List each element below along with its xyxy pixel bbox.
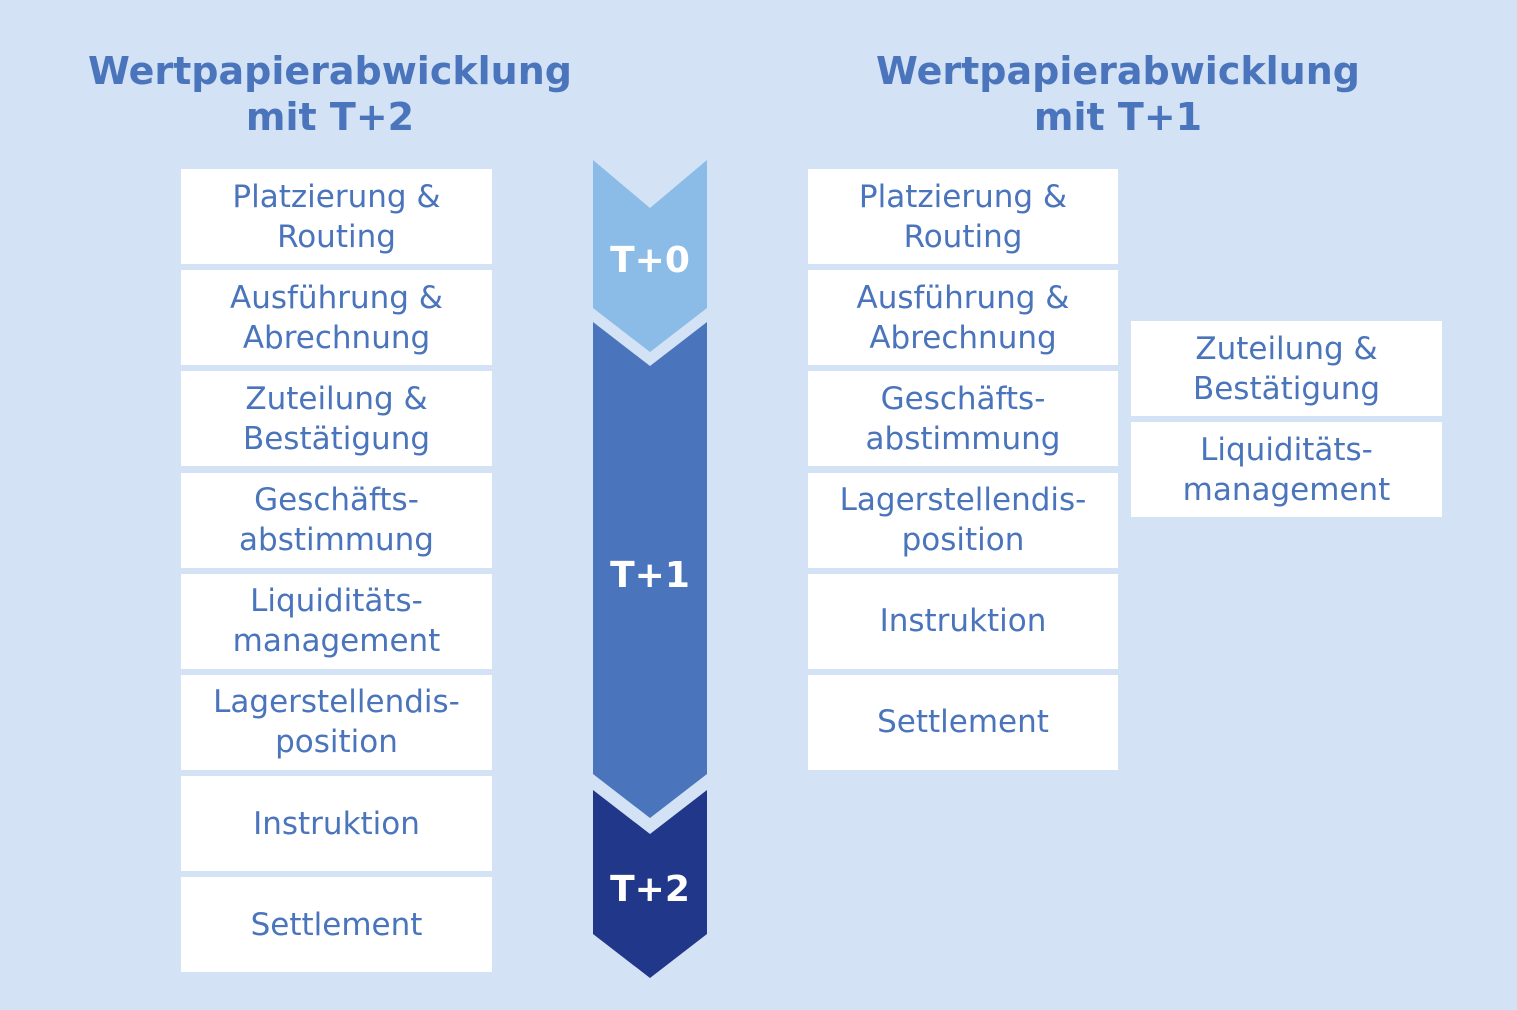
steps-t2: Platzierung & Routing Ausführung & Abrec… (181, 169, 492, 979)
step-t1-instruction: Instruktion (808, 573, 1118, 669)
step-t1-matching: Geschäfts- abstimmung (808, 371, 1118, 467)
step-t1-custody: Lagerstellendis- position (808, 472, 1118, 568)
step-t1-settlement: Settlement (808, 674, 1118, 770)
step-t2-liquidity: Liquiditäts- management (181, 573, 492, 669)
timeline-svg (593, 160, 707, 978)
segment-label-t2: T+2 (610, 869, 690, 910)
segment-label-t1: T+1 (610, 555, 690, 596)
steps-t1-parallel: Zuteilung & Bestätigung Liquiditäts- man… (1131, 321, 1442, 523)
steps-t1: Platzierung & Routing Ausführung & Abrec… (808, 169, 1118, 776)
step-t2-execution: Ausführung & Abrechnung (181, 270, 492, 366)
title-t2: Wertpapierabwicklung mit T+2 (88, 49, 572, 139)
segment-t1 (593, 322, 707, 818)
step-t2-allocation: Zuteilung & Bestätigung (181, 371, 492, 467)
step-t1-liquidity: Liquiditäts- management (1131, 422, 1442, 518)
timeline-arrow: T+0 T+1 T+2 (593, 160, 707, 980)
step-t2-instruction: Instruktion (181, 776, 492, 872)
step-t1-placement: Platzierung & Routing (808, 169, 1118, 264)
step-t1-allocation: Zuteilung & Bestätigung (1131, 321, 1442, 416)
segment-label-t0: T+0 (610, 240, 690, 281)
step-t2-custody: Lagerstellendis- position (181, 674, 492, 770)
step-t2-matching: Geschäfts- abstimmung (181, 472, 492, 568)
step-t2-placement: Platzierung & Routing (181, 169, 492, 264)
segment-t2 (593, 790, 707, 978)
segment-t0 (593, 160, 707, 352)
title-t1: Wertpapierabwicklung mit T+1 (876, 49, 1360, 139)
step-t2-settlement: Settlement (181, 877, 492, 973)
step-t1-execution: Ausführung & Abrechnung (808, 270, 1118, 366)
